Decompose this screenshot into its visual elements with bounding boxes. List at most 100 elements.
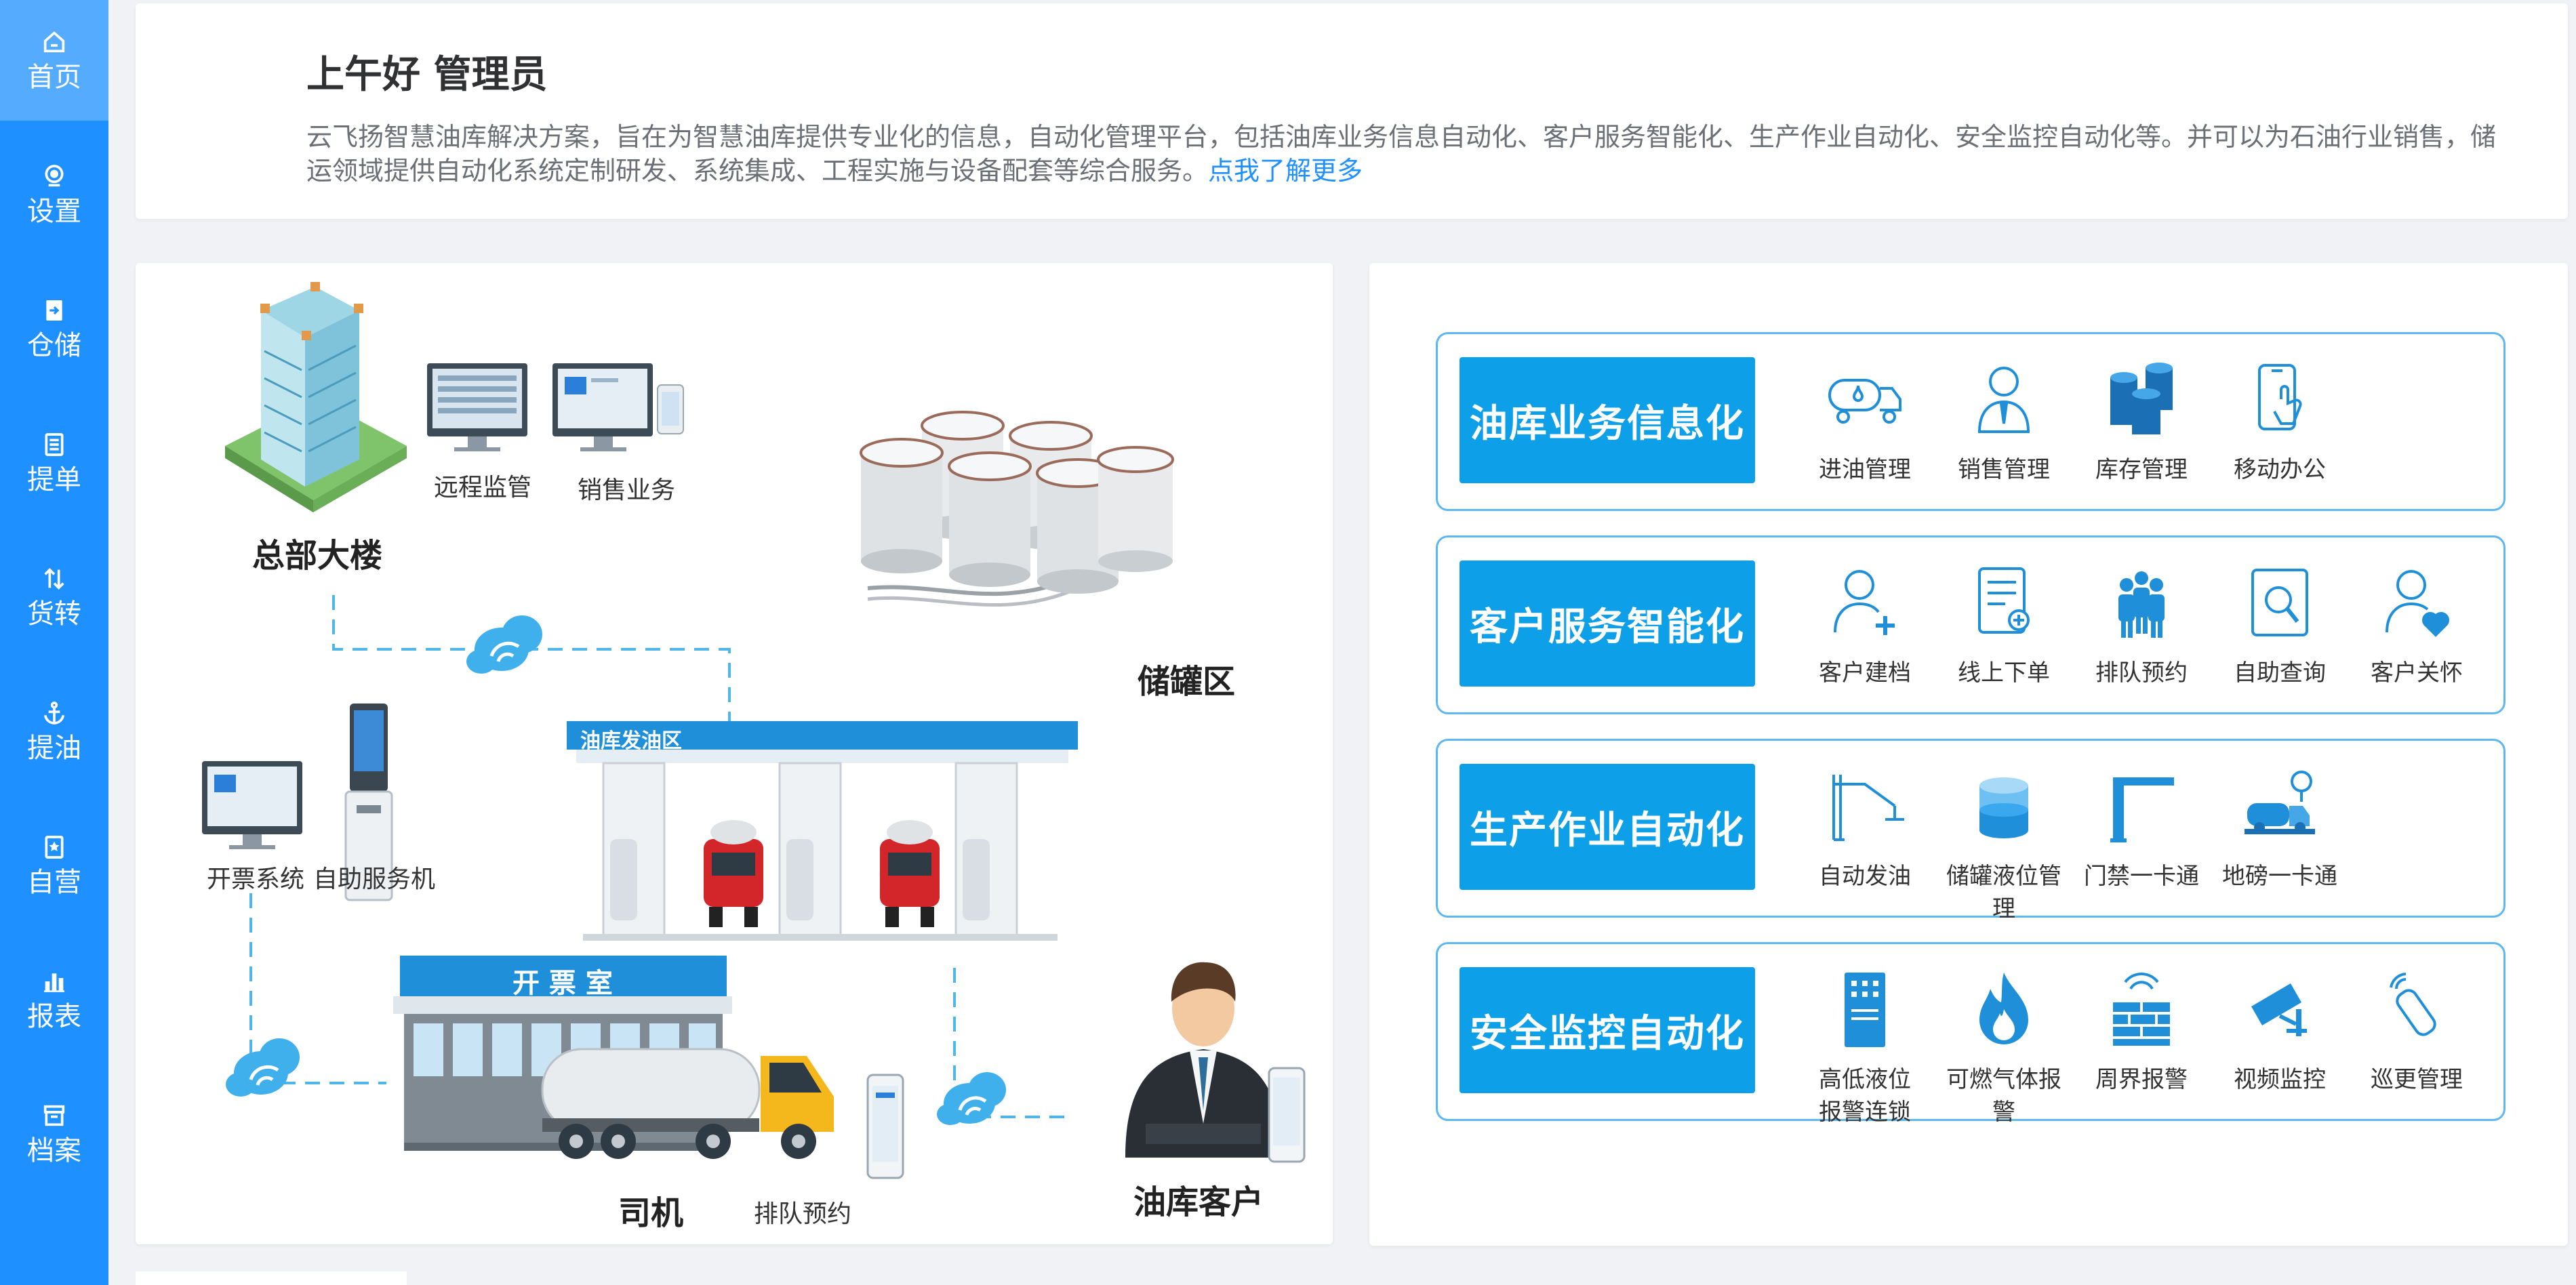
weighbridge-icon (2245, 771, 2315, 834)
kiosk-label: 自助服务机 (313, 865, 436, 893)
nav-item-transfer[interactable]: 货转 (0, 537, 108, 657)
module-item-label: 周界报警 (2095, 1066, 2188, 1093)
storage-tanks-icon (2110, 363, 2173, 434)
nav-label: 设置 (27, 196, 81, 227)
transfer-icon (44, 568, 64, 590)
sales-business-label: 销售业务 (578, 476, 676, 504)
camera-icon (2251, 983, 2307, 1036)
module-item-label: 自助查询 (2234, 659, 2326, 687)
module-title: 油库业务信息化 (1460, 357, 1755, 483)
module-row-safety: 安全监控自动化 高低液位 报警连锁 可燃气体报警 周界报警 视频监控 巡更管理 (1436, 942, 2505, 1126)
module-item-online-order[interactable]: 线上下单 (1936, 562, 2072, 689)
learn-more-link[interactable]: 点我了解更多 (1208, 156, 1363, 186)
auto-dispense-icon (1832, 775, 1904, 841)
module-title: 客户服务智能化 (1460, 560, 1755, 687)
module-item-customer-care[interactable]: 客户关怀 (2349, 562, 2484, 689)
bottom-card-edge (136, 1271, 407, 1285)
module-row-production: 生产作业自动化 自动发油 储罐液位管理 门禁一卡通 地磅一卡通 (1436, 739, 2505, 922)
remote-monitoring-label: 远程监管 (434, 474, 532, 502)
salesperson-icon (1977, 367, 2030, 433)
module-item-level-alarm[interactable]: 高低液位 报警连锁 (1797, 968, 1933, 1128)
nav-label: 报表 (27, 1001, 81, 1032)
nav-label: 货转 (27, 598, 81, 630)
module-item-customer-file[interactable]: 客户建档 (1797, 562, 1933, 689)
nav-item-archive[interactable]: 档案 (0, 1074, 108, 1194)
storage-tanks-icon (860, 411, 1174, 607)
hq-label: 总部大楼 (252, 537, 383, 575)
tank-level-icon (1979, 777, 2028, 838)
online-order-icon (1978, 567, 2030, 634)
module-item-label: 排队预约 (2095, 659, 2188, 687)
module-item-label: 移动办公 (2234, 456, 2326, 483)
module-item-sales[interactable]: 销售管理 (1936, 359, 2072, 486)
nav-item-settings[interactable]: 设置 (0, 134, 108, 255)
level-alarm-cabinet-icon (1845, 973, 1885, 1047)
remote-monitor-icon (427, 363, 527, 451)
module-item-tank-level[interactable]: 储罐液位管理 (1936, 765, 2072, 925)
anchor-icon (43, 701, 65, 725)
wifi-cloud-icon (226, 1038, 300, 1097)
nav-item-warehouse[interactable]: 仓储 (0, 268, 108, 389)
module-item-patrol[interactable]: 巡更管理 (2349, 968, 2484, 1096)
sidebar: 首页 设置 仓储 提单 货转 提油 自营 报表 档案 (0, 0, 108, 1285)
module-item-label: 库存管理 (2095, 456, 2188, 483)
nav-label: 提单 (27, 464, 81, 495)
tanker-truck-front-icon (880, 820, 940, 927)
welcome-card: 上午好 管理员 云飞扬智慧油库解决方案，旨在为智慧油库提供专业化的信息，自动化管… (136, 3, 2568, 219)
driver-label: 司机 (618, 1194, 684, 1232)
patrol-icon (2390, 973, 2436, 1036)
module-item-label: 可燃气体报警 (1946, 1066, 2061, 1126)
nav-item-report[interactable]: 报表 (0, 939, 108, 1060)
queue-icon (2118, 571, 2165, 638)
flame-icon (1979, 973, 2028, 1044)
module-item-label: 高低液位 报警连锁 (1819, 1066, 1911, 1126)
module-row-customer: 客户服务智能化 客户建档 线上下单 排队预约 自助查询 客户关怀 (1436, 535, 2505, 714)
module-row-business: 油库业务信息化 进油管理 销售管理 库存管理 移动办公 (1436, 332, 2505, 511)
tanker-truck-front-icon (704, 820, 763, 927)
wifi-cloud-icon (937, 1072, 1006, 1125)
module-item-label: 门禁一卡通 (2084, 863, 2199, 890)
customer-label: 油库客户 (1133, 1183, 1264, 1221)
home-icon (43, 31, 65, 53)
nav-item-oil-pickup[interactable]: 提油 (0, 671, 108, 792)
module-item-video-monitor[interactable]: 视频监控 (2212, 968, 2348, 1096)
module-item-gate-card[interactable]: 门禁一卡通 (2074, 765, 2209, 893)
module-item-auto-dispense[interactable]: 自动发油 (1797, 765, 1933, 893)
nav-label: 档案 (27, 1135, 81, 1166)
module-item-label: 客户关怀 (2371, 659, 2463, 687)
chart-icon (44, 973, 64, 992)
archive-icon (43, 1105, 65, 1126)
nav-label: 提油 (27, 733, 81, 764)
hq-building-icon (225, 282, 407, 512)
module-item-queue[interactable]: 排队预约 (2074, 562, 2209, 689)
illustration-canvas (202, 282, 1306, 1179)
modules-card: 油库业务信息化 进油管理 销售管理 库存管理 移动办公 客户服务智能化 客户建档… (1369, 263, 2568, 1246)
module-item-mobile-office[interactable]: 移动办公 (2212, 359, 2348, 486)
module-item-self-query[interactable]: 自助查询 (2212, 562, 2348, 689)
nav-label: 首页 (27, 62, 81, 93)
nav-label: 自营 (27, 867, 81, 898)
module-item-inventory[interactable]: 库存管理 (2074, 359, 2209, 486)
module-item-weighbridge[interactable]: 地磅一卡通 (2212, 765, 2348, 893)
module-item-oil-receiving[interactable]: 进油管理 (1797, 359, 1933, 486)
customer-care-icon (2386, 570, 2449, 637)
nav-label: 仓储 (27, 330, 81, 361)
warehouse-icon (46, 300, 62, 321)
queue-reservation-label: 排队预约 (754, 1200, 852, 1228)
wifi-cloud-icon (466, 615, 542, 674)
nav-item-home[interactable]: 首页 (0, 0, 108, 121)
tanker-truck-icon (1828, 379, 1901, 424)
intro-text: 云飞扬智慧油库解决方案，旨在为智慧油库提供专业化的信息，自动化管理平台，包括油库… (306, 120, 2510, 188)
module-item-gas-alarm[interactable]: 可燃气体报警 (1936, 968, 2072, 1128)
module-item-label: 客户建档 (1819, 659, 1911, 687)
module-item-perimeter-alarm[interactable]: 周界报警 (2074, 968, 2209, 1096)
customer-businessman-icon (1125, 962, 1306, 1163)
nav-item-self-operated[interactable]: 自营 (0, 805, 108, 926)
module-item-label: 自动发油 (1819, 863, 1911, 890)
module-item-label: 销售管理 (1958, 456, 2050, 483)
module-item-label: 巡更管理 (2371, 1066, 2463, 1093)
settings-icon (45, 165, 64, 187)
module-item-label: 线上下单 (1958, 659, 2050, 687)
greeting-title: 上午好 管理员 (306, 53, 548, 97)
nav-item-bill[interactable]: 提单 (0, 403, 108, 523)
